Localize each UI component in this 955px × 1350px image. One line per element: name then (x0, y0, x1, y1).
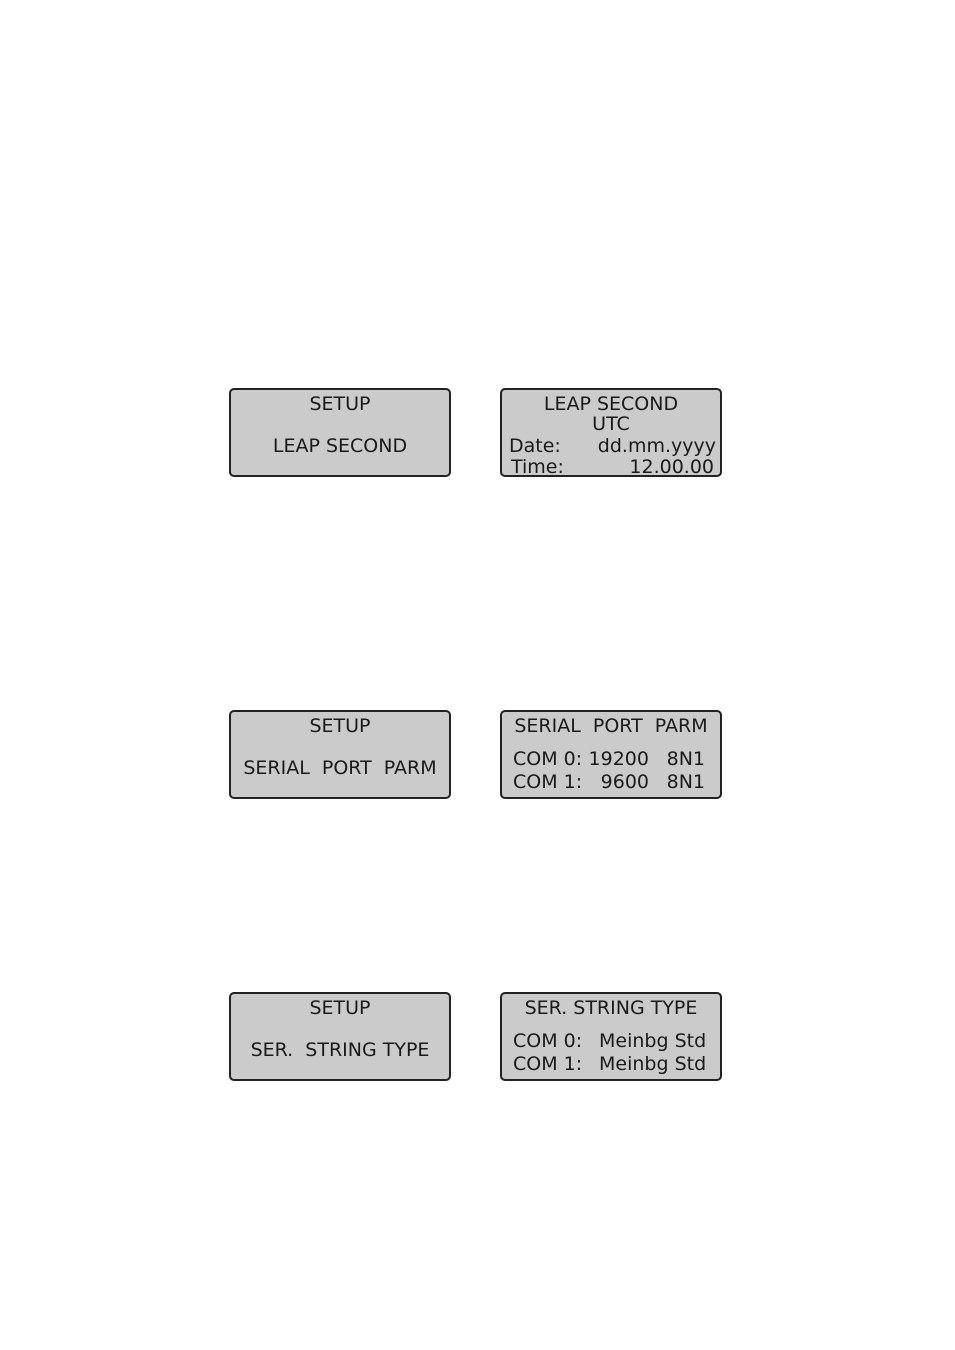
com0-baud: 19200 (588, 748, 649, 770)
com1-value: Meinbg Std (599, 1053, 707, 1075)
lcd-menu-item: LEAP SECOND (272, 435, 408, 457)
lcd-menu-item: SER. STRING TYPE (250, 1039, 430, 1061)
com0-label: COM 0: (513, 748, 583, 770)
lcd-string-type-detail: SER. STRING TYPE COM 0: Meinbg Std COM 1… (500, 992, 722, 1081)
com0-frame: 8N1 (666, 748, 705, 770)
date-value: dd.mm.yyyy (597, 435, 716, 457)
lcd-title: LEAP SECOND (543, 393, 679, 415)
lcd-serial-port-detail: SERIAL PORT PARM COM 0: 19200 8N1 COM 1:… (500, 710, 722, 799)
lcd-title: SETUP (309, 715, 371, 737)
lcd-setup-leap-second: SETUP LEAP SECOND (229, 388, 451, 477)
lcd-setup-string-type: SETUP SER. STRING TYPE (229, 992, 451, 1081)
date-label: Date: (509, 435, 561, 457)
lcd-title: SETUP (309, 393, 371, 415)
com1-frame: 8N1 (666, 771, 705, 793)
lcd-title: SER. STRING TYPE (524, 997, 698, 1019)
com0-value: Meinbg Std (599, 1030, 707, 1052)
com0-label: COM 0: (513, 1030, 583, 1052)
time-value: 12.00.00 (629, 456, 714, 477)
com1-baud: 9600 (600, 771, 649, 793)
com1-label: COM 1: (513, 771, 583, 793)
lcd-subtitle: UTC (592, 413, 630, 435)
lcd-title: SERIAL PORT PARM (514, 715, 708, 737)
lcd-setup-serial-port: SETUP SERIAL PORT PARM (229, 710, 451, 799)
lcd-title: SETUP (309, 997, 371, 1019)
time-label: Time: (511, 456, 564, 477)
lcd-menu-item: SERIAL PORT PARM (243, 757, 437, 779)
com1-label: COM 1: (513, 1053, 583, 1075)
lcd-leap-second-detail: LEAP SECOND UTC Date: dd.mm.yyyy Time: 1… (500, 388, 722, 477)
